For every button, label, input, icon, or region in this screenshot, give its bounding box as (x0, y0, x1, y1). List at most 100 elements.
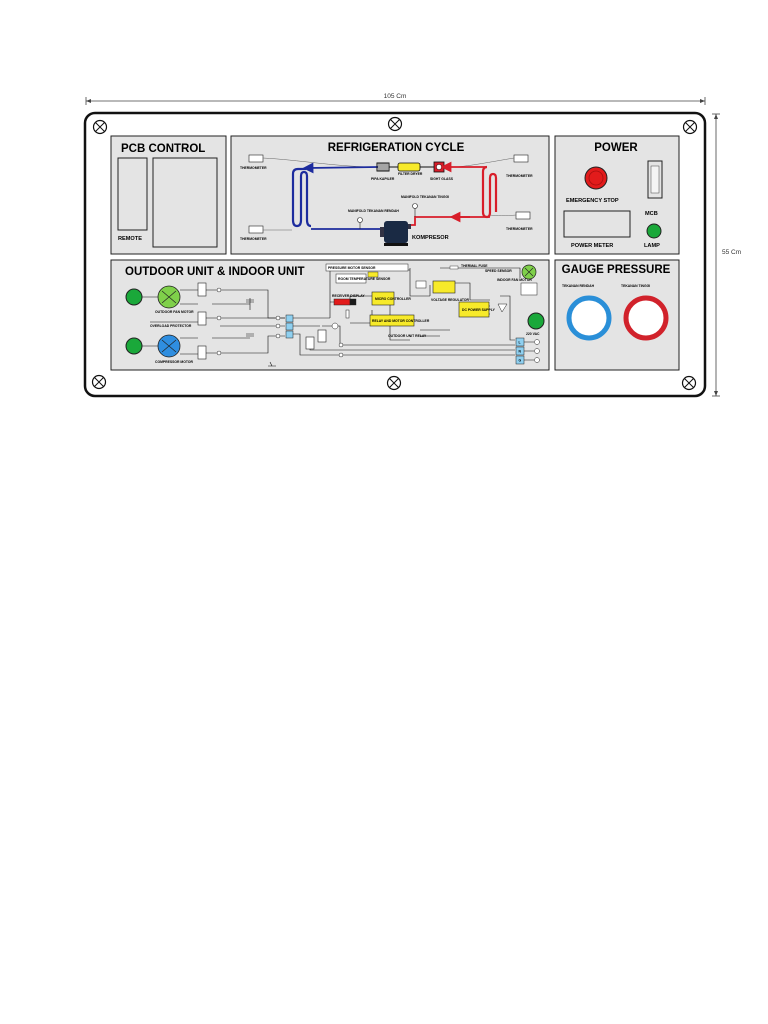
screw-icon (92, 119, 108, 135)
high-pressure-gauge (623, 295, 669, 341)
mcb-label: MCB (645, 211, 658, 217)
emergency-stop-label: EMERGENCY STOP (566, 198, 619, 204)
room-temp-sensor-label: ROOM TEMPERATURE SENSOR (338, 277, 391, 281)
power-panel: POWER EMERGENCY STOP MCB POWER METER LAM… (554, 135, 680, 255)
thermometer-label: THERMOMETER (506, 174, 533, 178)
condenser-coil-icon (481, 165, 498, 219)
outdoor-indoor-title: OUTDOOR UNIT & INDOOR UNIT (125, 266, 305, 278)
power-meter-label: POWER METER (571, 243, 613, 249)
kompresor-label: KOMPRESOR (412, 235, 449, 241)
manifold-low-valve-icon (357, 217, 363, 223)
thermistor-icon (331, 322, 339, 330)
manifold-low-label: MANIFOLD TEKANAN RENDAH (348, 209, 399, 213)
overload-protector-label: OVERLOAD PROTECTOR (150, 324, 192, 328)
thermal-fuse-label: THERMAL FUSE (461, 264, 488, 268)
pcb-control-panel: PCB CONTROL REMOTE (110, 135, 227, 255)
refrigeration-title: REFRIGERATION CYCLE (328, 142, 465, 154)
outdoor-fan-motor-label: OUTDOOR FAN MOTOR (155, 310, 194, 314)
manifold-high-label: MANIFOLD TEKANAN TINGGI (401, 195, 449, 199)
test-point-icon (338, 352, 344, 358)
remote-label: REMOTE (118, 236, 142, 242)
height-label: 55 Cm (722, 249, 741, 256)
plug-icon (534, 339, 540, 345)
voltage-regulator-box (432, 280, 456, 294)
filter-dryer-icon (397, 162, 421, 172)
receiver-display-label: RECEIVER DISPLAY (332, 294, 365, 298)
test-point-icon (338, 342, 344, 348)
supply-voltage-label: 220 VAC (526, 332, 540, 336)
compressor-motor-label: COMPRESSOR MOTOR (155, 360, 194, 364)
filter-dryer-label: FILTER DRYER (398, 172, 423, 176)
test-point-icon (275, 315, 281, 321)
outdoor-fan-motor-icon (157, 285, 181, 309)
thermometer-icon (248, 225, 264, 234)
sensor-icon (367, 271, 379, 278)
test-point-icon (275, 333, 281, 339)
supply-jack[interactable] (527, 312, 545, 330)
outdoor-connector (197, 345, 207, 360)
terminal-block (285, 322, 294, 331)
screw-icon (681, 375, 697, 391)
screw-icon (386, 375, 402, 391)
thermometer-label: THERMOMETER (240, 166, 267, 170)
mounting-screws (91, 116, 698, 391)
outdoor-fan-jack[interactable] (125, 288, 143, 306)
plug-icon (534, 348, 540, 354)
evaporator-coil-icon (291, 167, 312, 228)
emergency-stop-button[interactable] (584, 166, 608, 190)
width-label: 105 Cm (384, 93, 407, 100)
indoor-connector (305, 336, 315, 350)
width-dimension: 105 Cm (85, 93, 706, 105)
compressor-icon (380, 221, 411, 246)
sight-glass-label: SIGHT GLASS (430, 177, 454, 181)
power-title: POWER (594, 142, 638, 154)
lamp-indicator (646, 223, 662, 239)
fuse-icon (345, 309, 350, 319)
screw-icon (91, 374, 107, 390)
gauge-title: GAUGE PRESSURE (562, 264, 671, 276)
speed-sensor-label: SPEED SENSOR (485, 269, 512, 273)
test-point-icon (216, 350, 222, 356)
pcb-control-title: PCB CONTROL (121, 143, 205, 155)
manifold-high-valve-icon (412, 203, 418, 209)
test-point-icon (216, 315, 222, 321)
terminal-label: N (519, 350, 522, 354)
low-pressure-gauge (566, 295, 612, 341)
test-point-icon (275, 323, 281, 329)
outdoor-connector (197, 282, 207, 297)
pipa-kapiler-label: PIPA KAPILER (371, 177, 395, 181)
screw-icon (682, 119, 698, 135)
terminal-block (285, 330, 294, 339)
pressure-motor-sensor-label: PRESSURE MOTOR SENSOR (328, 266, 376, 270)
micro-controller-label: MICRO CONTROLLER (375, 297, 411, 301)
dc-power-supply-box (458, 301, 490, 318)
indoor-connector (317, 329, 327, 343)
plug-icon (534, 357, 540, 363)
relay-fan-motor-label: RELAY AND MOTOR CONTROLLER (372, 319, 430, 323)
thermometer-label: THERMOMETER (240, 237, 267, 241)
relay-icon (415, 280, 427, 289)
refrigeration-cycle-panel: REFRIGERATION CYCLE THERMOMETER THERMOME… (230, 135, 550, 255)
compressor-jack[interactable] (125, 337, 143, 355)
dc-power-supply-label: DC POWER SUPPLY (462, 308, 496, 312)
relay-fan-motor-box (369, 314, 415, 327)
fan-connector (520, 282, 538, 296)
height-dimension: 55 Cm (712, 113, 741, 397)
receiver-display-icon (333, 298, 351, 306)
terminal-label: L (519, 341, 521, 345)
outdoor-connector (197, 311, 207, 326)
thermometer-label: THERMOMETER (506, 227, 533, 231)
test-point-icon (216, 287, 222, 293)
gauge-low-label: TEKANAN RENDAH (562, 284, 595, 288)
compressor-motor-icon (157, 334, 181, 358)
terminal-label: G (519, 359, 522, 363)
micro-controller-box (371, 291, 395, 306)
gauge-pressure-panel: GAUGE PRESSURE TEKANAN RENDAH TEKANAN TI… (554, 259, 680, 371)
thermometer-icon (513, 154, 529, 163)
remote-slot (117, 157, 148, 231)
voltage-regulator-label: VOLTAGE REGULATOR (431, 298, 470, 302)
thermometer-icon (515, 211, 531, 220)
screw-icon (387, 116, 403, 132)
lamp-label: LAMP (644, 243, 660, 249)
